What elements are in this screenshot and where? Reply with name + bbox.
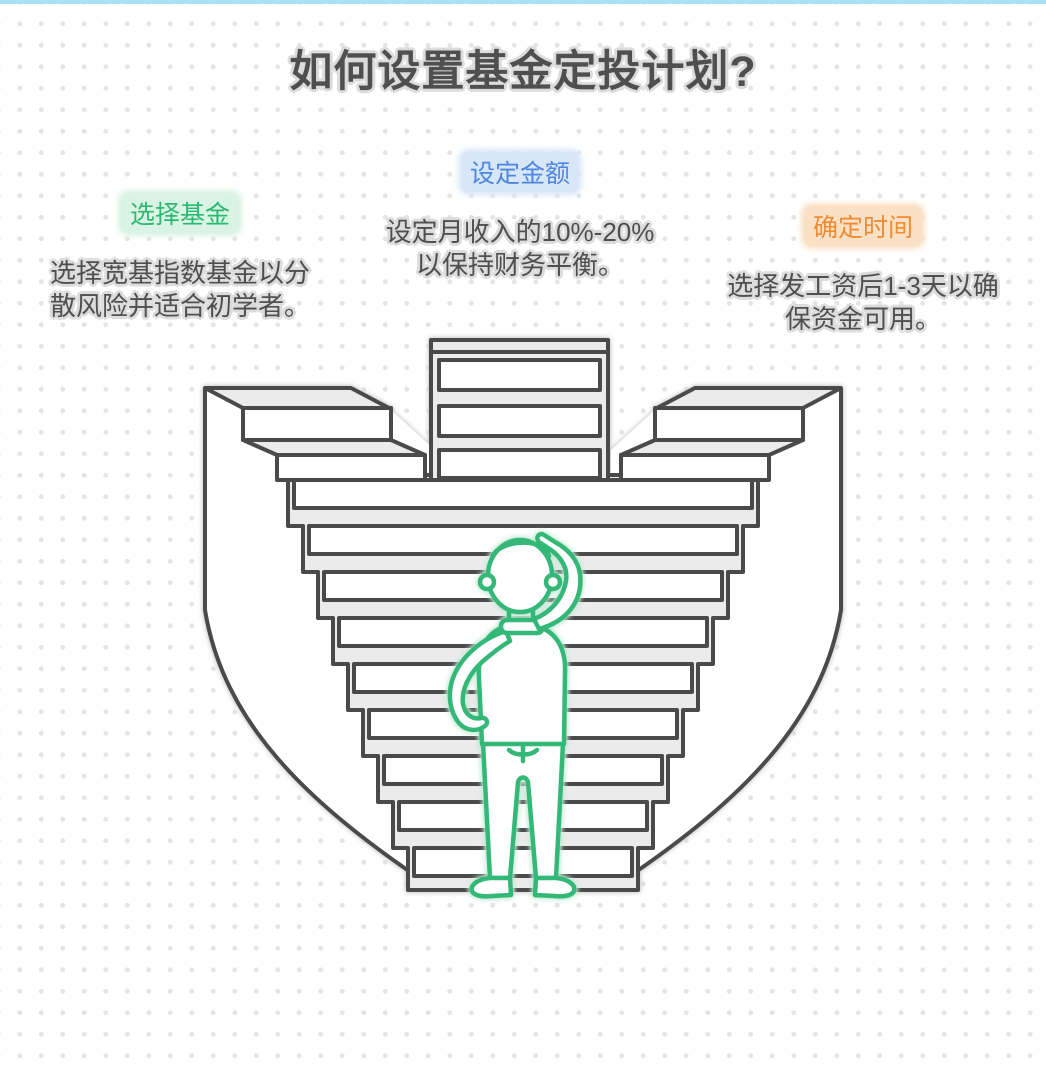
person-figure — [447, 532, 583, 899]
raised-arm — [531, 532, 583, 632]
page-title: 如何设置基金定投计划? — [289, 47, 757, 96]
staircase-illustration — [203, 338, 843, 899]
right-foot — [532, 875, 577, 899]
left-ear — [477, 572, 497, 592]
step-note-set-amount: 设定金额 设定月收入的10%-20% 以保持财务平衡。 — [372, 152, 668, 283]
step-description-set-amount: 设定月收入的10%-20% 以保持财务平衡。 — [385, 217, 655, 281]
step-note-set-time: 确定时间 选择发工资后1-3天以确 保资金可用。 — [712, 206, 1014, 337]
step-label-set-time: 确定时间 — [803, 206, 922, 246]
staircase-structure — [203, 338, 843, 892]
step-note-choose-fund: 选择基金 选择宽基指数基金以分 散风险并适合初学者。 — [32, 193, 328, 324]
hair-line — [489, 540, 552, 561]
right-ear — [543, 572, 563, 592]
step-label-set-amount: 设定金额 — [460, 152, 579, 192]
step-label-choose-fund: 选择基金 — [120, 193, 239, 233]
left-foot — [469, 875, 514, 899]
top-accent-bar — [0, 0, 1046, 4]
step-description-set-time: 选择发工资后1-3天以确 保资金可用。 — [727, 271, 999, 335]
step-description-choose-fund: 选择宽基指数基金以分 散风险并适合初学者。 — [49, 258, 310, 322]
